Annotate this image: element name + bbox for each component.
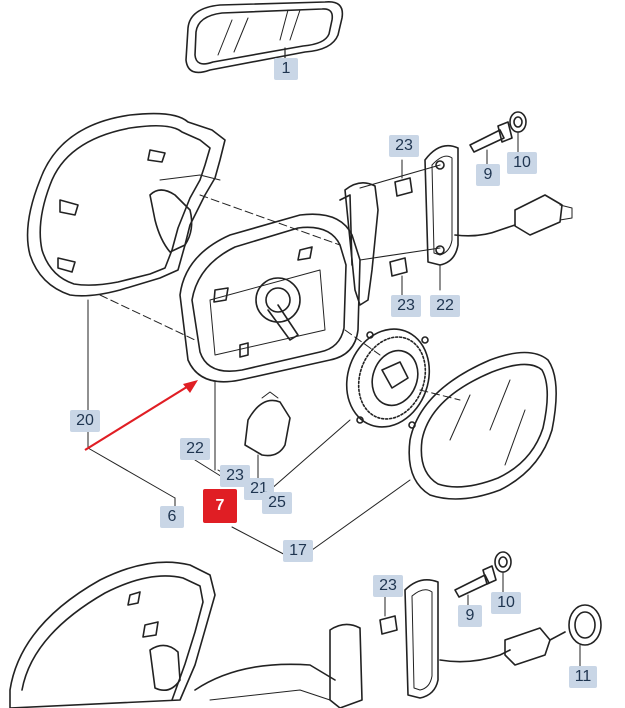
callout-23: 23 [373, 575, 403, 597]
assembly-lines [99, 194, 461, 401]
red-pointer-arrow [84, 380, 198, 451]
callout-23: 23 [220, 465, 250, 487]
callout-22: 22 [180, 438, 210, 460]
screw-and-washer-lower [454, 551, 512, 608]
mirror-housing-cap-upper [26, 112, 226, 297]
callout-9: 9 [476, 164, 500, 186]
callout-7-highlighted: 7 [203, 489, 237, 523]
callout-9: 9 [458, 605, 482, 627]
connector-plug-lower [439, 604, 602, 667]
mirror-base-lower [194, 579, 439, 708]
callout-23: 23 [391, 295, 421, 317]
callout-1: 1 [274, 58, 298, 80]
callout-25: 25 [262, 492, 292, 514]
callout-17: 17 [283, 540, 313, 562]
callout-22: 22 [430, 295, 460, 317]
small-bracket [244, 391, 291, 457]
grommet-parts [389, 159, 413, 296]
callout-11: 11 [569, 666, 597, 688]
mirror-housing-cap-lower [9, 561, 216, 708]
callout-23: 23 [389, 135, 419, 157]
callout-6: 6 [160, 506, 184, 528]
leader-lines [87, 264, 441, 561]
mirror-glass [408, 351, 557, 500]
mirror-base-arm [339, 144, 459, 306]
connector-plug-upper [454, 194, 573, 237]
interior-mirror-part [185, 1, 344, 74]
mirror-housing-frame [179, 213, 361, 383]
screw-and-washer-upper [469, 111, 527, 166]
callout-10: 10 [507, 152, 537, 174]
callout-20: 20 [70, 410, 100, 432]
callout-10: 10 [491, 592, 521, 614]
